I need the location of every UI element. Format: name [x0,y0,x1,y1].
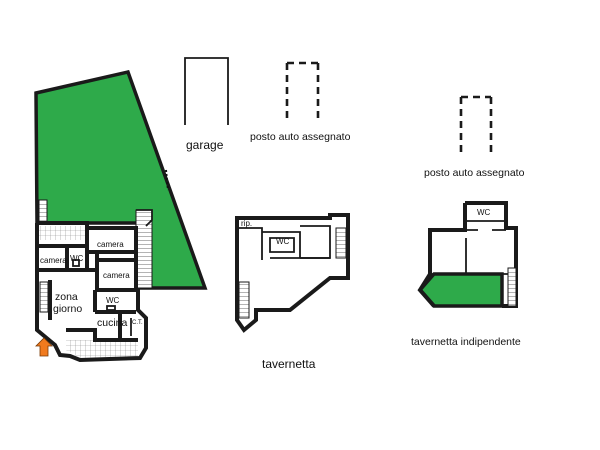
room-label-zona: zona [55,291,78,303]
parking-outline-2 [459,95,493,152]
room-label-giorno: giorno [53,303,82,315]
entrance-arrow-icon [35,337,53,357]
tavernetta-indip-stairs [507,267,517,307]
zona-giorno-stairs [39,281,49,313]
room-label-ct: C.T. [132,320,143,326]
tavernetta-indipendente-label: tavernetta indipendente [411,336,521,348]
tavernetta-outer-wall [235,213,350,333]
tavernetta-stairs-right [335,227,347,259]
room-label-camera-2: camera [97,240,124,249]
room-label-wc-2: WC [106,296,120,305]
garage-outline [184,57,229,125]
apartment-interior-walls [37,228,138,342]
tavernetta-wc-label: WC [276,237,290,246]
tavernetta-label: tavernetta [262,357,316,371]
room-label-wc-1: WC [70,254,84,263]
tavernetta-plan: rip. WC tavernetta [235,213,350,371]
parking-space-2: posto auto assegnato [424,95,525,179]
parking-label-1: posto auto assegnato [250,131,351,143]
parking-space-1: posto auto assegnato [250,61,351,143]
tavernetta-indipendente-plan: WC tavernetta indipendente [411,201,521,348]
garden-steps-left [38,199,48,223]
tavernetta-indip-wc-label: WC [477,208,491,217]
garage-plan: garage [184,57,229,152]
room-label-camera-1: camera [40,256,67,265]
terrace-bottom [66,340,138,358]
apartment-plan: camera WC camera camera WC zona giorno c… [34,69,208,363]
tavernetta-stairs-left [238,281,250,319]
parking-outline-1 [285,61,320,118]
room-label-cucina: cucina [97,317,128,329]
tavernetta-rip-label: rip. [241,219,252,228]
terrace-top [37,226,87,240]
garage-label: garage [186,138,224,152]
room-label-camera-3: camera [103,271,130,280]
parking-label-2: posto auto assegnato [424,167,525,179]
